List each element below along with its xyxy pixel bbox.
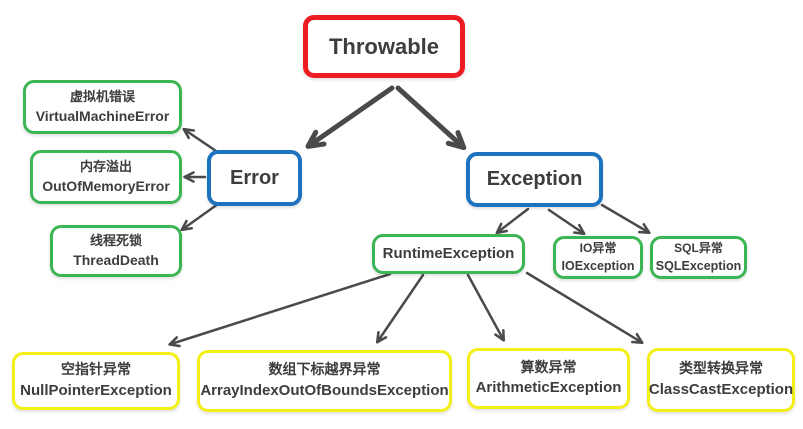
arrow-throwable-error	[305, 85, 395, 149]
arrow-error-threaddeath	[180, 202, 220, 232]
node-null-pointer-exception-zh: 空指针异常	[61, 361, 131, 378]
node-runtime-exception-label: RuntimeException	[382, 244, 515, 262]
node-null-pointer-exception-en: NullPointerException	[20, 381, 172, 399]
node-virtual-machine-error: 虚拟机错误 VirtualMachineError	[23, 80, 182, 134]
node-class-cast-exception-zh: 类型转换异常	[679, 360, 763, 377]
arrow-exception-runtime	[495, 207, 530, 235]
node-sql-exception: SQL异常 SQLException	[650, 236, 747, 279]
node-exception-label: Exception	[486, 168, 583, 190]
node-null-pointer-exception: 空指针异常 NullPointerException	[12, 352, 180, 410]
node-out-of-memory-error: 内存溢出 OutOfMemoryError	[30, 150, 182, 204]
node-thread-death: 线程死锁 ThreadDeath	[50, 225, 182, 277]
node-array-index-out-of-bounds-exception: 数组下标越界异常 ArrayIndexOutOfBoundsException	[197, 350, 452, 412]
node-runtime-exception: RuntimeException	[372, 234, 525, 274]
arrow-runtime-nullpointer	[168, 272, 392, 348]
node-virtual-machine-error-en: VirtualMachineError	[35, 107, 170, 124]
node-array-index-out-of-bounds-exception-en: ArrayIndexOutOfBoundsException	[200, 381, 449, 399]
node-sql-exception-en: SQLException	[655, 258, 742, 273]
node-exception: Exception	[466, 152, 603, 207]
node-arithmetic-exception-zh: 算数异常	[520, 358, 577, 375]
node-virtual-machine-error-zh: 虚拟机错误	[69, 88, 135, 104]
node-io-exception: IO异常 IOException	[553, 236, 643, 279]
node-error-label: Error	[230, 166, 279, 189]
arrow-runtime-arithmetic	[466, 273, 505, 342]
arrow-throwable-exception	[395, 85, 467, 151]
node-arithmetic-exception: 算数异常 ArithmeticException	[467, 348, 630, 409]
node-sql-exception-zh: SQL异常	[674, 240, 723, 255]
node-throwable-label: Throwable	[328, 33, 439, 59]
arrow-runtime-arrayindex	[375, 273, 425, 344]
node-thread-death-en: ThreadDeath	[73, 251, 159, 268]
arrow-exception-io	[547, 208, 586, 236]
node-io-exception-en: IOException	[561, 258, 635, 273]
arrow-exception-sql	[600, 203, 651, 235]
node-class-cast-exception: 类型转换异常 ClassCastException	[647, 348, 795, 412]
node-arithmetic-exception-en: ArithmeticException	[475, 379, 622, 397]
node-throwable: Throwable	[303, 15, 465, 78]
node-thread-death-zh: 线程死锁	[89, 232, 142, 248]
node-out-of-memory-error-en: OutOfMemoryError	[42, 177, 170, 194]
node-out-of-memory-error-zh: 内存溢出	[79, 158, 132, 174]
node-array-index-out-of-bounds-exception-zh: 数组下标越界异常	[268, 361, 381, 378]
arrow-runtime-classcast	[525, 271, 644, 345]
node-class-cast-exception-en: ClassCastException	[648, 380, 794, 398]
node-error: Error	[207, 150, 302, 206]
node-io-exception-zh: IO异常	[579, 240, 617, 255]
